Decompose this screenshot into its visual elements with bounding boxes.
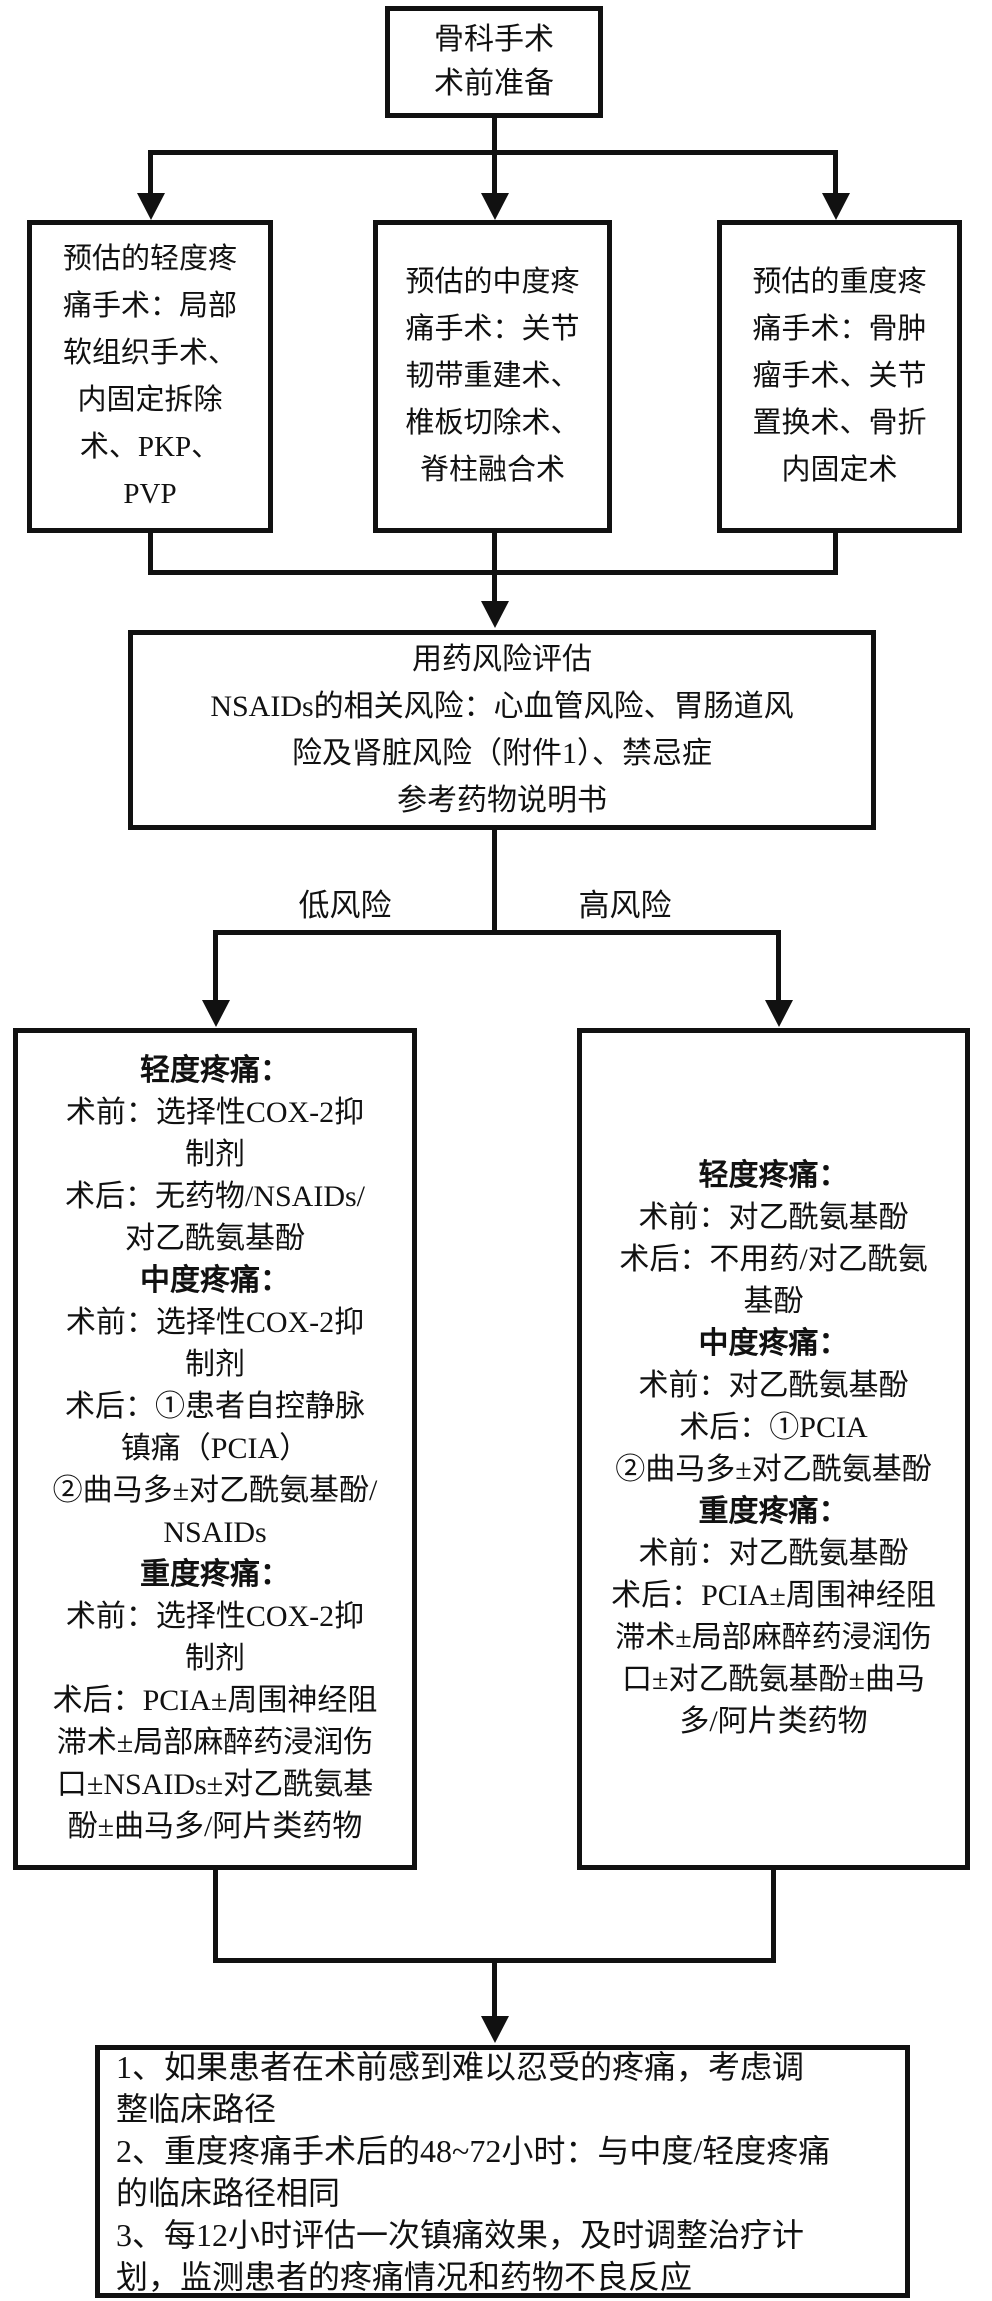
pathway-line: 口±对乙酰氨基酚±曲马 [622,1663,925,1696]
pathway-line: 术前：选择性COX-2抑 [65,1600,365,1633]
pathway-line: 术后：①PCIA [679,1411,868,1444]
connector-line [213,930,218,1002]
connector-line [492,118,497,154]
moderate-pain-surgery-text: 预估的中度疼 痛手术：关节 韧带重建术、 椎板切除术、 脊柱融合术 [405,266,580,486]
low-risk-pathway-box: 轻度疼痛：术前：选择性COX-2抑制剂术后：无药物/NSAIDs/对乙酰氨基酚中… [13,1028,417,1870]
pathway-line: 口±NSAIDs±对乙酰氨基 [56,1768,374,1801]
severe-pain-surgery-box: 预估的重度疼 痛手术：骨肿 瘤手术、关节 置换术、骨折 内固定术 [717,220,962,533]
connector-line [833,533,838,575]
pathway-line: 术后：PCIA±周围神经阻 [611,1579,936,1612]
down-arrow-icon [481,193,509,220]
pathway-line: 多/阿片类药物 [679,1705,868,1738]
connector-line [148,150,838,155]
low-risk-label: 低风险 [265,880,425,925]
down-arrow-icon [202,1000,230,1027]
pathway-line: 术后：①患者自控静脉 [65,1390,365,1423]
connector-line [492,155,497,196]
pathway-line: 镇痛（PCIA） [120,1432,310,1465]
pathway-line: 术前：选择性COX-2抑 [65,1096,365,1129]
pathway-line: 制剂 [185,1138,245,1171]
pathway-line: 酚±曲马多/阿片类药物 [67,1810,363,1843]
pathway-line: 术后：无药物/NSAIDs/ [64,1180,365,1213]
connector-line [492,533,497,575]
connector-line [492,830,497,935]
down-arrow-icon [822,193,850,220]
down-arrow-icon [481,2016,509,2043]
pathway-line: 基酚 [743,1285,804,1318]
pathway-line: ②曲马多±对乙酰氨基酚 [615,1453,932,1486]
high-risk-pathway-text: 轻度疼痛： 术前：对乙酰氨基酚术后：不用药/对乙酰氨基酚中度疼痛： 术前：对乙酰氨基… [582,1155,965,1743]
low-risk-pathway-text: 轻度疼痛：术前：选择性COX-2抑制剂术后：无药物/NSAIDs/对乙酰氨基酚中… [18,1050,412,1848]
pathway-line: 术前：选择性COX-2抑 [65,1306,365,1339]
pathway-line: 术前：对乙酰氨基酚 [638,1369,909,1402]
connector-line [776,930,781,1002]
pathway-line: 中度疼痛： [140,1264,290,1297]
moderate-pain-surgery-box: 预估的中度疼 痛手术：关节 韧带重建术、 椎板切除术、 脊柱融合术 [373,220,612,533]
pathway-line: 制剂 [185,1348,245,1381]
risk-assessment-text: 用药风险评估 NSAIDs的相关风险：心血管风险、胃肠道风 险及肾脏风险（附件1… [210,643,794,817]
pathway-line: 轻度疼痛： [698,1159,849,1192]
pathway-line: 中度疼痛： [698,1327,849,1360]
pathway-line: 重度疼痛： [140,1558,290,1591]
pathway-line: ②曲马多±对乙酰氨基酚/ [52,1474,378,1507]
pathway-line: 滞术±局部麻醉药浸润伤 [615,1621,932,1654]
connector-line [771,1870,776,1963]
notes-box: 1、如果患者在术前感到难以忍受的疼痛，考虑调 整临床路径 2、重度疼痛手术后的4… [95,2045,910,2298]
connector-line [148,533,153,575]
risk-assessment-box: 用药风险评估 NSAIDs的相关风险：心血管风险、胃肠道风 险及肾脏风险（附件1… [128,630,876,830]
high-risk-pathway-box: 轻度疼痛： 术前：对乙酰氨基酚术后：不用药/对乙酰氨基酚中度疼痛： 术前：对乙酰氨基… [577,1028,970,1870]
pathway-line: 重度疼痛： [698,1495,849,1528]
pathway-line: 制剂 [185,1642,245,1675]
notes-text: 1、如果患者在术前感到难以忍受的疼痛，考虑调 整临床路径 2、重度疼痛手术后的4… [116,2048,831,2295]
connector-line [148,570,838,575]
pathway-line: 滞术±局部麻醉药浸润伤 [56,1726,374,1759]
down-arrow-icon [137,193,165,220]
down-arrow-icon [765,1000,793,1027]
pathway-line: 术后：PCIA±周围神经阻 [52,1684,378,1717]
high-risk-label: 高风险 [545,880,705,925]
severe-pain-surgery-text: 预估的重度疼 痛手术：骨肿 瘤手术、关节 置换术、骨折 内固定术 [752,266,927,486]
mild-pain-surgery-box: 预估的轻度疼 痛手术：局部 软组织手术、 内固定拆除 术、PKP、 PVP [27,220,273,533]
pathway-line: 术后：不用药/对乙酰氨 [619,1243,928,1276]
connector-line [213,1870,218,1963]
connector-line [492,575,497,603]
connector-line [833,150,838,196]
connector-line [213,1958,776,1963]
connector-line [213,930,781,935]
pathway-line: NSAIDs [163,1516,267,1549]
start-box-text: 骨科手术 术前准备 [434,23,554,100]
mild-pain-surgery-text: 预估的轻度疼 痛手术：局部 软组织手术、 内固定拆除 术、PKP、 PVP [62,242,237,510]
connector-line [492,1963,497,2018]
pathway-line: 对乙酰氨基酚 [125,1222,305,1255]
pathway-line: 轻度疼痛： [140,1054,290,1087]
pathway-line: 术前：对乙酰氨基酚 [638,1201,909,1234]
start-box: 骨科手术 术前准备 [385,6,603,118]
connector-line [148,150,153,196]
down-arrow-icon [481,601,509,628]
pathway-line: 术前：对乙酰氨基酚 [638,1537,909,1570]
